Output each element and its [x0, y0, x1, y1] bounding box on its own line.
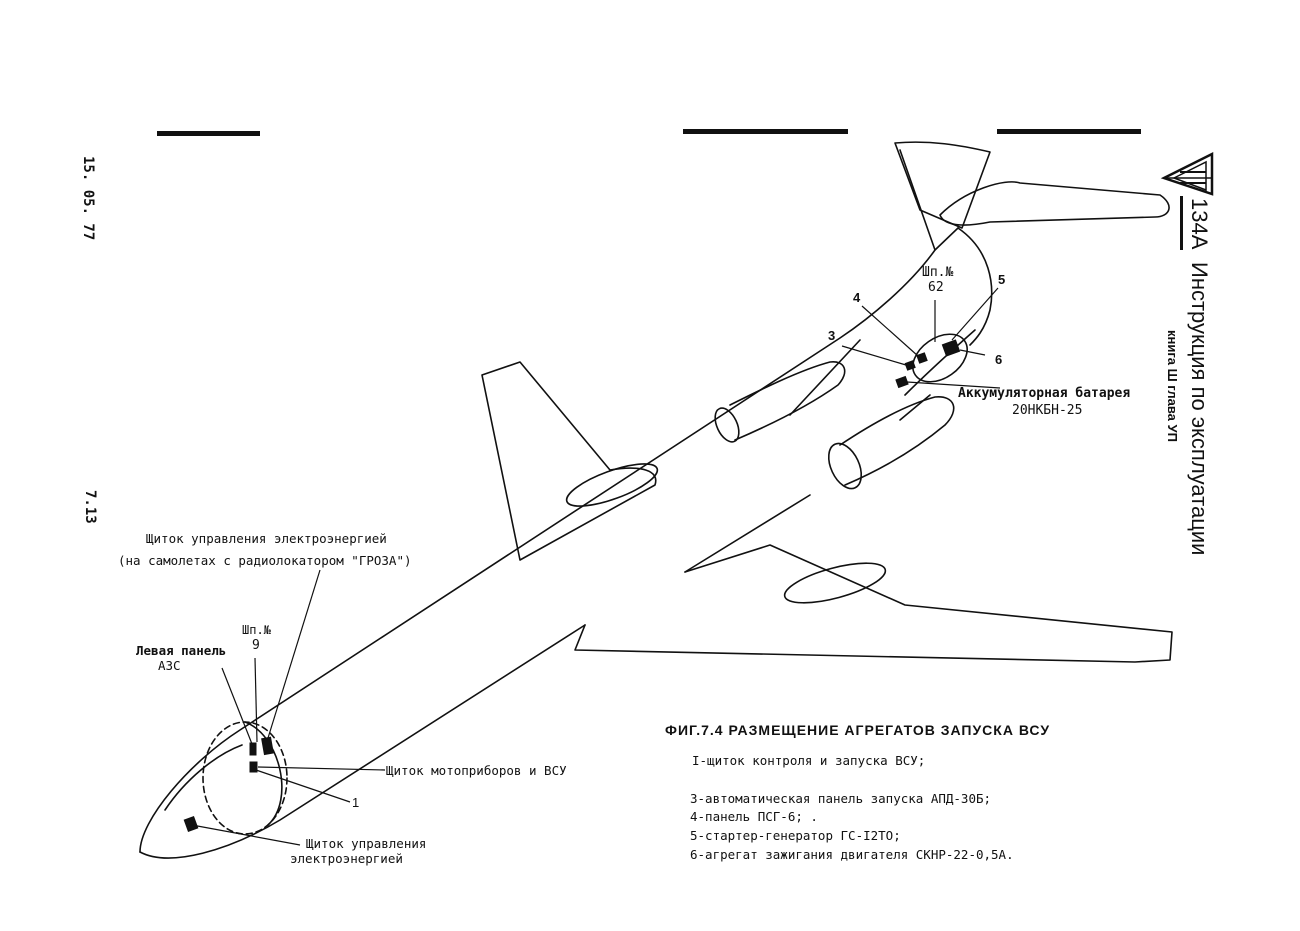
legend-item-1: I-щиток контроля и запуска ВСУ;: [692, 753, 926, 768]
right-wing: [574, 544, 1173, 663]
vertical-fin: [894, 141, 991, 229]
manufacturer-logo: [1160, 151, 1214, 196]
battery-box: [895, 375, 909, 389]
frame-9-solid: [244, 721, 283, 826]
apu-hatch: [912, 333, 968, 383]
component-4: [916, 352, 928, 364]
fuselage-tail-lower: [904, 329, 976, 396]
leader-left-azs: [221, 667, 253, 745]
leader-frame-9: [254, 657, 258, 743]
callout-4: 4: [853, 290, 861, 305]
power-panel-box: [183, 816, 199, 832]
left-azs-label-line1: Левая панель: [136, 643, 227, 658]
power-panel-label-line2: электроэнергией: [290, 851, 403, 866]
frame-62-prefix: Шп.№: [922, 265, 954, 280]
left-wing: [481, 361, 657, 561]
horizontal-stabilizer: [939, 181, 1170, 226]
leader-5: [951, 287, 999, 341]
leader-battery: [906, 381, 1001, 389]
fuselage-top-contour: [139, 227, 959, 853]
lower-engine-nacelle: [839, 396, 955, 486]
legend-item-6: 6-агрегат зажигания двигателя СКНР-22-0,…: [690, 847, 1014, 862]
battery-label-line2: 20НКБН-25: [1012, 403, 1083, 418]
model-underline: [1180, 196, 1183, 250]
leader-6: [959, 349, 986, 356]
upper-engine-intake: [714, 407, 740, 443]
upper-engine-nacelle: [729, 361, 846, 441]
legend-item-3: 3-автоматическая панель запуска АПД-30Б;: [690, 791, 992, 806]
left-wing-fairing: [565, 463, 659, 507]
leader-groza: [267, 569, 321, 739]
frame-62-number: 62: [928, 280, 944, 295]
power-panel-groza-line2: (на самолетах с радиолокатором "ГРОЗА"): [118, 553, 412, 568]
callout-1: 1: [352, 795, 360, 810]
power-panel-groza-box: [261, 736, 274, 756]
callout-5: 5: [998, 272, 1006, 287]
top-rule-center: [683, 129, 848, 134]
cockpit-glazing: [164, 744, 243, 811]
engine-instr-panel-box: [249, 761, 258, 773]
top-rule-left: [157, 131, 260, 136]
leader-1: [255, 769, 351, 803]
callout-6: 6: [995, 352, 1003, 367]
frame-9-number: 9: [252, 638, 260, 653]
legend-item-4: 4-панель ПСГ-6; .: [690, 809, 818, 824]
callout-3: 3: [828, 328, 836, 343]
left-azs-panel-box: [249, 742, 257, 756]
top-rule-right: [997, 129, 1141, 134]
engine-instr-panel-label: Щиток мотоприборов и ВСУ: [386, 763, 567, 778]
component-3: [904, 360, 916, 371]
figure-caption: ФИГ.7.4 РАЗМЕЩЕНИЕ АГРЕГАТОВ ЗАПУСКА ВСУ: [665, 722, 1051, 738]
tail-cone: [957, 227, 993, 346]
battery-label-line1: Аккумуляторная батарея: [958, 386, 1131, 401]
leader-engine-instr: [257, 766, 386, 771]
leader-power-panel: [191, 824, 301, 846]
fuselage-bottom-mid: [684, 494, 811, 573]
leader-3: [841, 345, 907, 366]
power-panel-groza-line1: Щиток управления электроэнергией: [146, 531, 387, 546]
left-azs-label-line2: АЗС: [158, 658, 181, 673]
frame-9-prefix: Шп.№: [242, 623, 271, 637]
fuselage-bottom-contour: [139, 624, 586, 859]
lower-engine-intake: [827, 442, 863, 490]
power-panel-label-line1: Щиток управления: [306, 836, 427, 851]
component-5-6: [941, 339, 961, 357]
lower-pylon: [899, 394, 931, 421]
leader-4: [861, 305, 919, 357]
legend-item-5: 5-стартер-генератор ГС-I2ТО;: [690, 828, 901, 843]
right-wing-fairing: [783, 562, 887, 604]
upper-pylon: [789, 339, 861, 416]
fin-root: [899, 149, 936, 251]
